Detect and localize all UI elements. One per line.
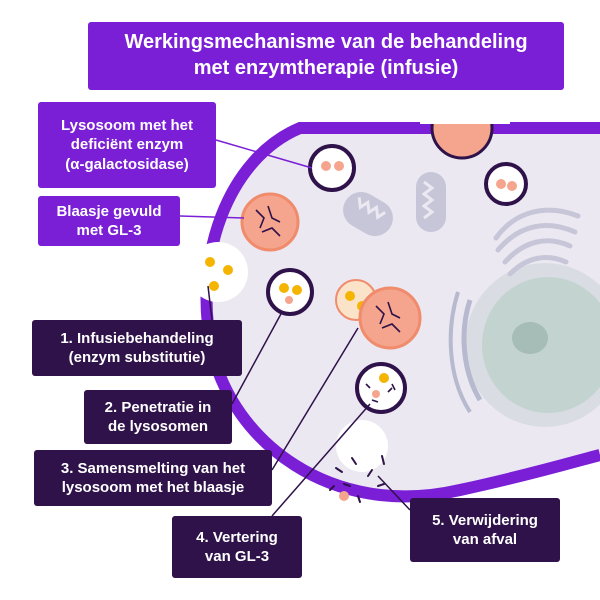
step-2-line-1: 2. Penetratie in [104,398,212,416]
lysosome-with-enzyme [308,144,356,192]
label-lysosome-line-2: deficiënt enzym [70,136,184,154]
step-5-label: 5. Verwijdering van afval [410,498,560,562]
lysosome-right [484,162,528,206]
enzyme-infusion [188,242,248,302]
lysosome-vesicle-fusion [335,279,422,350]
step-5-line-2: van afval [452,531,518,548]
label-vesicle-line-1: Blaasje gevuld [56,202,162,220]
step-3-line-1: 3. Samensmelting van het [60,459,246,477]
page-title: Werkingsmechanisme van de behandeling me… [88,22,564,90]
lysosome-penetrated [266,268,314,316]
step-4-line-2: van GL-3 [204,548,270,565]
step-1-label: 1. Infusiebehandeling (enzym substitutie… [32,320,242,376]
cell-membrane [200,122,600,503]
label-lysosome-line-1: Lysosoom met het [61,117,193,135]
step-2-line-2: de lysosomen [107,418,209,435]
mitochondrion [343,192,393,236]
step-4-line-1: 4. Vertering [196,528,278,546]
step-4-label: 4. Vertering van GL-3 [172,516,302,578]
mitochondrion [416,172,446,232]
step-1-line-2: (enzym substitutie) [68,349,206,366]
step-5-line-1: 5. Verwijdering [432,511,538,529]
label-lysosome: Lysosoom met het deficiënt enzym (α-gala… [38,102,216,188]
nucleus [448,263,600,427]
title-line-2: met enzymtherapie (infusie) [193,57,459,79]
label-vesicle: Blaasje gevuld met GL-3 [38,196,180,246]
step-connector-lines [207,285,411,517]
golgi-apparatus [493,207,581,277]
waste-removal [329,420,388,503]
connector-lines [179,139,313,219]
label-vesicle-line-2: met GL-3 [76,222,142,239]
vesicle-with-gl3 [240,192,300,252]
step-3-label: 3. Samensmelting van het lysosoom met he… [34,450,272,506]
lysosome-digesting [355,362,407,414]
step-1-line-1: 1. Infusiebehandeling [60,329,214,347]
step-3-line-2: lysosoom met het blaasje [61,479,245,496]
label-lysosome-line-3: (α-galactosidase) [65,155,189,173]
step-2-label: 2. Penetratie in de lysosomen [84,390,232,444]
title-line-1: Werkingsmechanisme van de behandeling [124,31,528,54]
